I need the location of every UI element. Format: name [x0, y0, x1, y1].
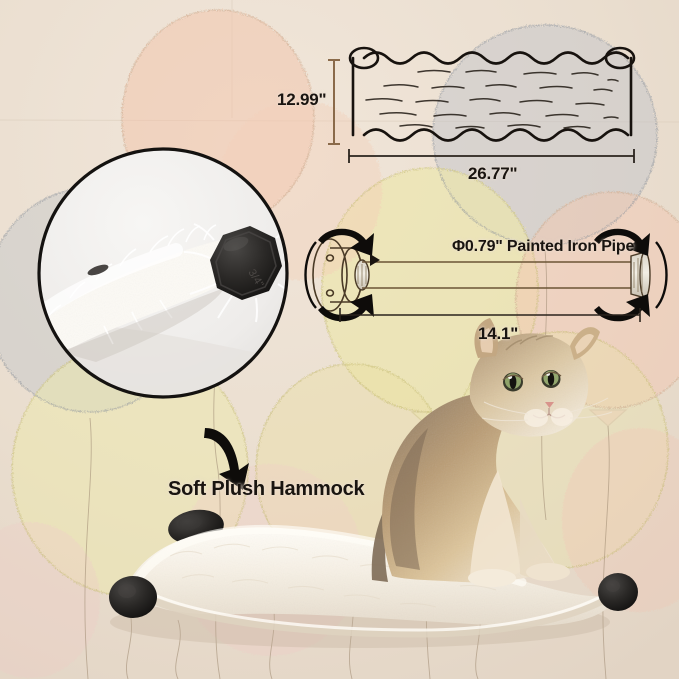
width-dimension-line: [348, 149, 635, 163]
end-cap-right: [598, 573, 638, 611]
cat-head: [469, 318, 613, 437]
pipe-length-dimension-line: [339, 308, 641, 322]
hammock-fabric-texture: [365, 69, 619, 129]
hammock-outline-diagram: [348, 46, 636, 142]
soft-plush-hammock-label: Soft Plush Hammock: [168, 478, 365, 500]
pipe-end-right: [630, 251, 651, 299]
cat-photo: [371, 318, 613, 587]
hammock-callout-arrow: [204, 428, 249, 490]
pipe-spec-label: Φ0.79" Painted Iron Pipe: [452, 238, 635, 255]
pipe-assembly-diagram: [304, 228, 668, 322]
pipe-length-label: 14.1": [478, 324, 519, 343]
end-cap-left-front: [109, 576, 157, 618]
pipe-end-left: [354, 259, 370, 291]
height-dimension-line: [328, 59, 340, 145]
inset-octagon-cap: 3/4": [210, 226, 282, 300]
hammock-height-label: 12.99": [277, 90, 327, 109]
hammock-width-label: 26.77": [468, 164, 518, 183]
